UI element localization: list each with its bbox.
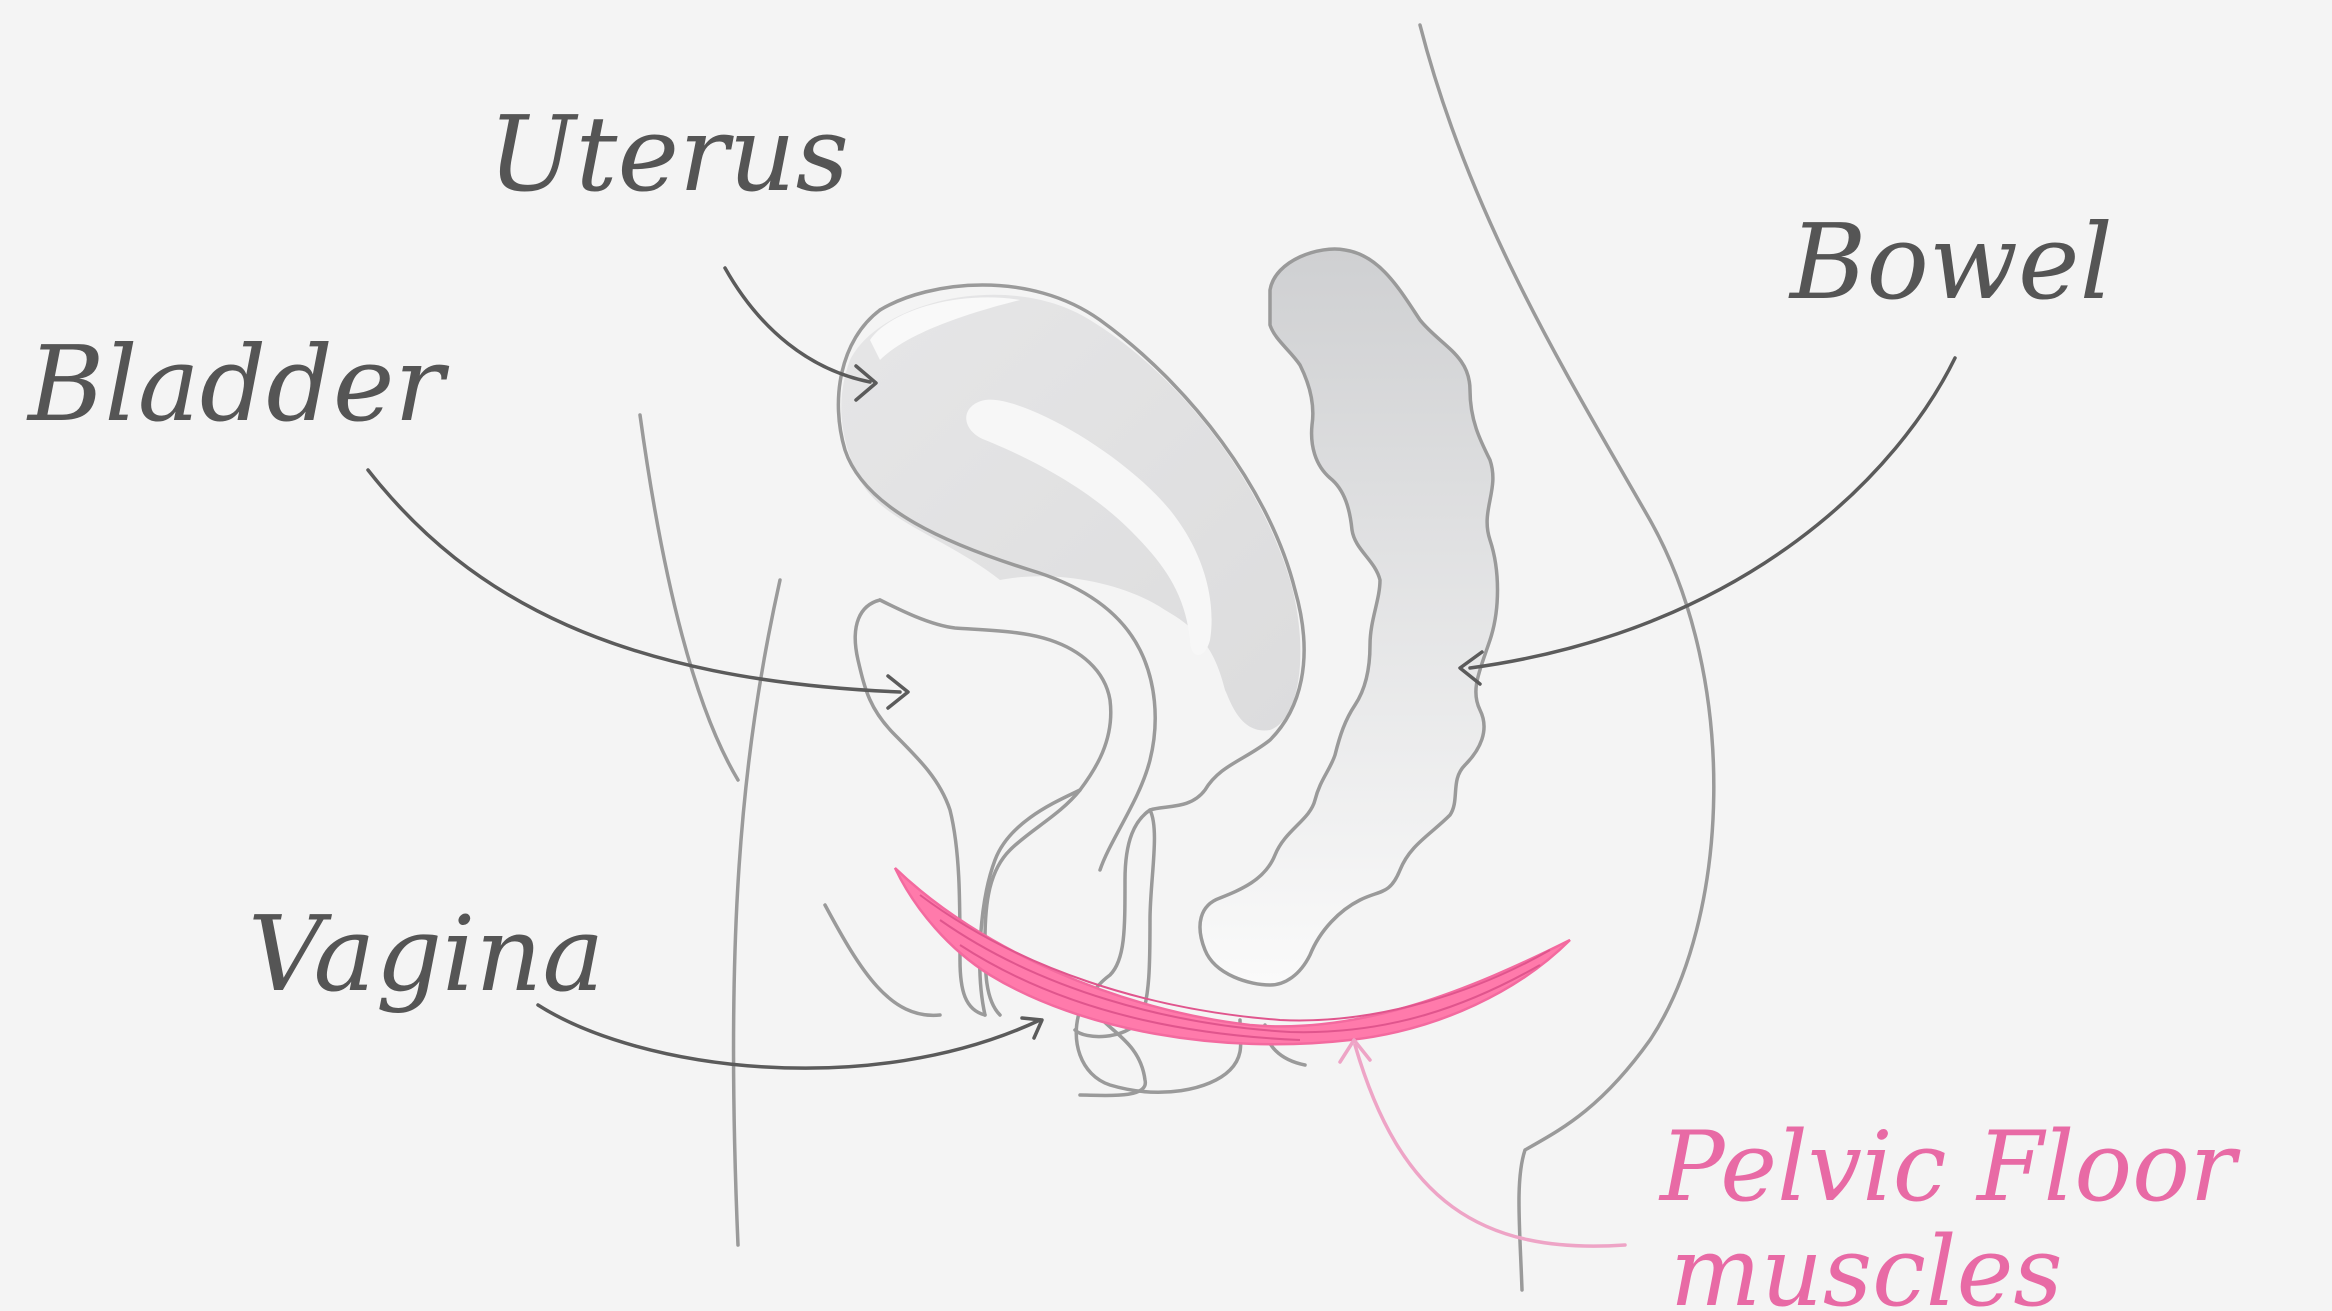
label-pelvic-floor: Pelvic Floor <box>1658 1111 2241 1223</box>
label-uterus: Uterus <box>488 93 849 215</box>
label-bladder: Bladder <box>26 323 449 445</box>
label-muscles: muscles <box>1670 1216 2063 1311</box>
label-bowel: Bowel <box>1788 201 2113 323</box>
label-vagina: Vagina <box>248 893 604 1015</box>
